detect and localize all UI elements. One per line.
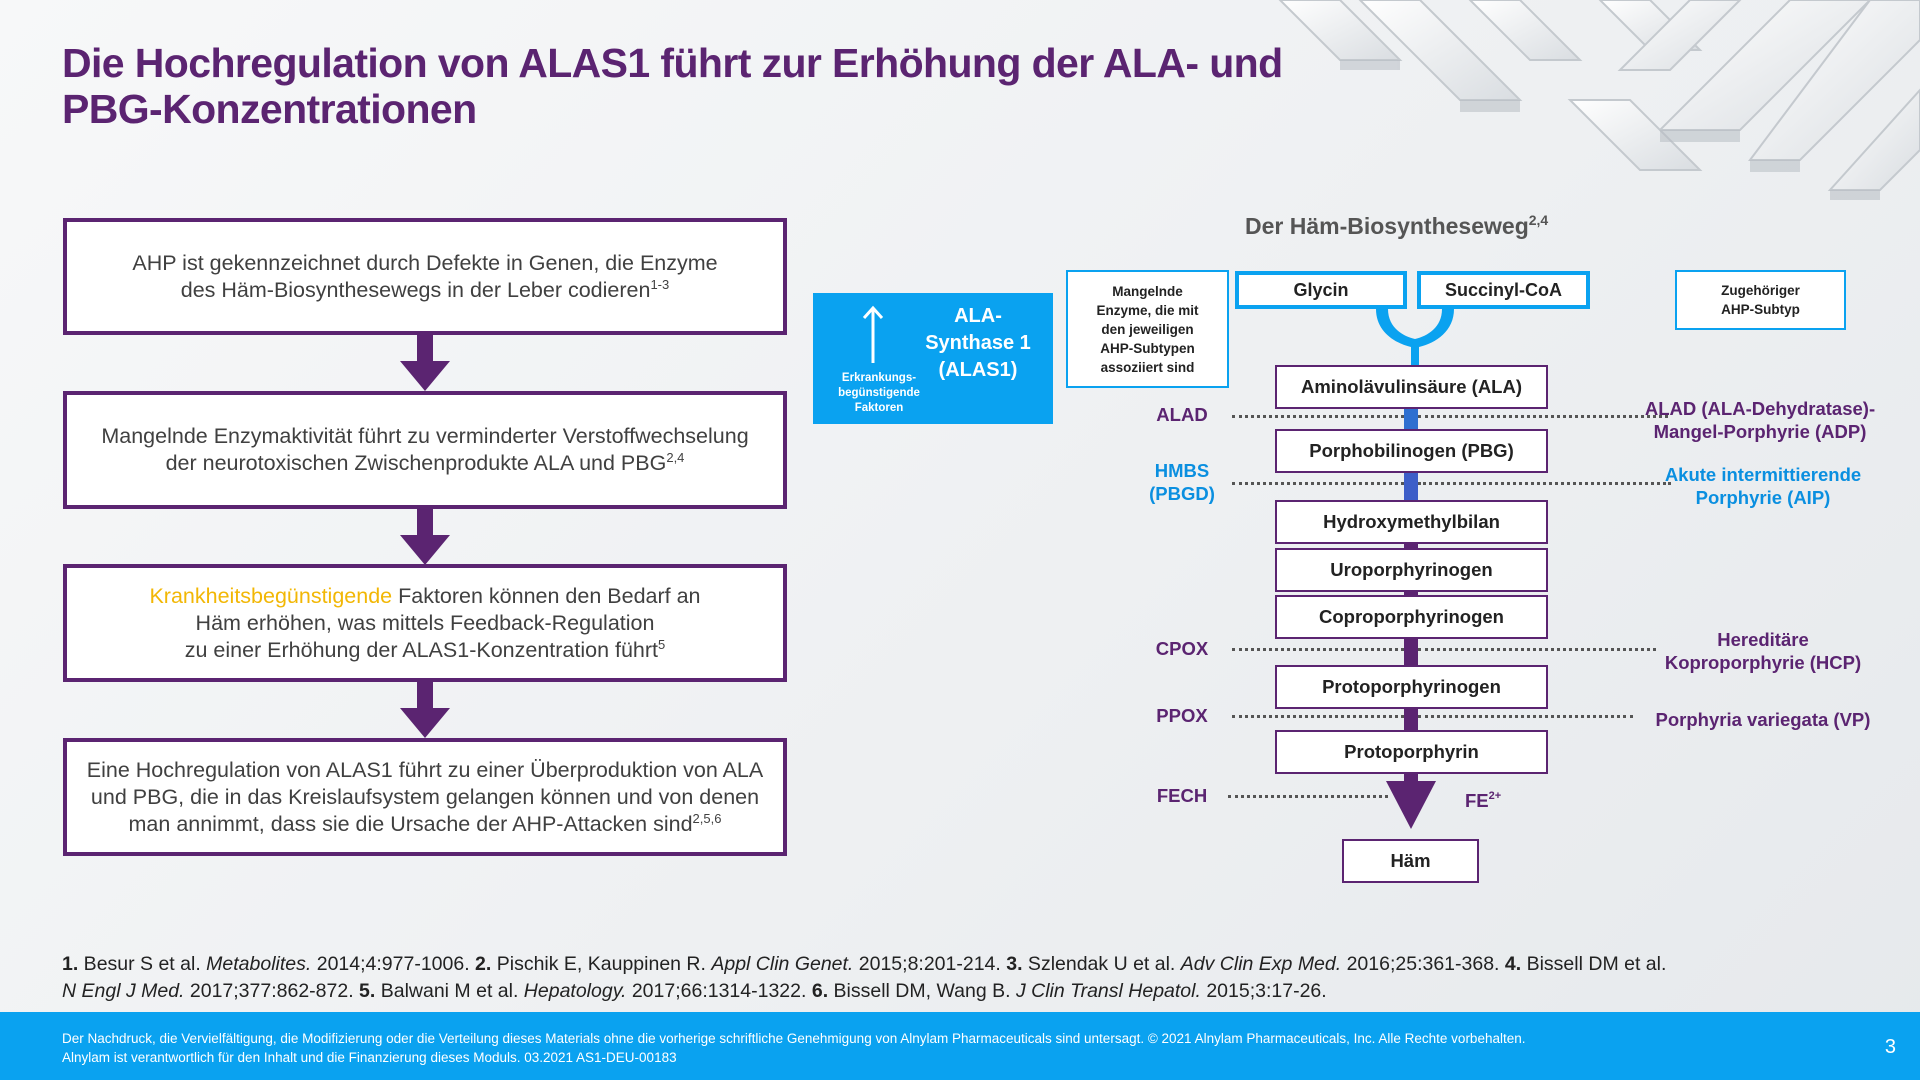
flow-1-line-2: des Häm-Biosynthesewegs in der Leber cod… (180, 276, 670, 302)
pathway-line (1404, 639, 1418, 665)
flow-2-line-1: Mangelnde Enzymaktivität führt zu vermin… (101, 424, 749, 448)
connector-dots (1228, 795, 1388, 798)
connector-dots (1232, 482, 1404, 485)
references: 1. Besur S et al. Metabolites. 2014;4:97… (62, 951, 1862, 1005)
subtype-adp: ALAD (ALA-Dehydratase)-Mangel-Porphyrie … (1644, 398, 1876, 442)
footer-legal-line-2: Alnylam ist verantwortlich für den Inhal… (62, 1050, 677, 1065)
product-uroporphyrinogen: Uroporphyrinogen (1275, 548, 1548, 592)
enzyme-ppox: PPOX (1156, 705, 1208, 726)
pathway-line (1404, 544, 1418, 551)
pathway-line (1404, 773, 1418, 783)
flow-box-2: Mangelnde Enzymaktivität führt zu vermin… (63, 391, 787, 509)
flow-3-highlight: Krankheitsbegünstigende (149, 583, 393, 608)
pathway-line (1404, 471, 1418, 501)
connector-dots (1418, 648, 1656, 651)
footer-legal-line-1: Der Nachdruck, die Vervielfältigung, die… (62, 1031, 1526, 1046)
alas1-label: ALA- Synthase 1 (ALAS1) (925, 305, 1031, 381)
flow-arrow-down-icon (400, 507, 450, 565)
connector-dots (1418, 482, 1671, 485)
arrow-up-icon (862, 305, 884, 363)
enzyme-fech: FECH (1156, 785, 1208, 806)
pathway-arrow-down-icon (1386, 781, 1436, 829)
footer-bar: Der Nachdruck, die Vervielfältigung, die… (0, 1012, 1920, 1080)
pathway-title: Der Häm-Biosyntheseweg2,4 (1245, 212, 1549, 239)
flow-4-line-1: Eine Hochregulation von ALAS1 führt zu e… (86, 757, 764, 782)
pathway-line (1404, 708, 1418, 731)
connector-dots (1232, 415, 1404, 418)
merge-connector (1376, 309, 1454, 367)
iron-sup: 2+ (1488, 790, 1502, 802)
flow-3-line-2: Häm erhöhen, was mittels Feedback-Regula… (195, 610, 655, 635)
product-coproporphyrinogen: Coproporphyrinogen (1275, 595, 1548, 639)
flow-2-sup: 2,4 (666, 450, 685, 465)
flow-arrow-down-icon (400, 680, 450, 738)
source-glycin: Glycin (1235, 271, 1407, 309)
enzyme-column-header: Mangelnde Enzyme, die mit den jeweiligen… (1066, 270, 1229, 388)
references-line-1: 1. Besur S et al. Metabolites. 2014;4:97… (62, 953, 1667, 975)
product-protoporphyrinogen: Protoporphyrinogen (1275, 665, 1548, 709)
flow-1-sup: 1-3 (650, 276, 670, 292)
connector-dots (1418, 715, 1633, 718)
product-haem: Häm (1342, 839, 1479, 883)
title-line-2: PBG-Konzentrationen (62, 86, 477, 132)
enzyme-hmbs: HMBS(PBGD) (1149, 460, 1215, 504)
connector-dots (1418, 415, 1668, 418)
references-line-2: N Engl J Med. 2017;377:862-872. 5. Balwa… (62, 980, 1327, 1002)
product-pbg: Porphobilinogen (PBG) (1275, 429, 1548, 473)
connector-dots (1232, 715, 1404, 718)
flow-3-sup: 5 (658, 636, 666, 652)
alas1-factors-label: Erkrankungs- begünstigende Faktoren (838, 372, 920, 414)
maze-graphic (1278, 0, 1920, 200)
pathway-title-sup: 2,4 (1528, 212, 1549, 228)
flow-box-3: Krankheitsbegünstigende Faktoren können … (63, 564, 787, 682)
enzyme-cpox: CPOX (1155, 638, 1209, 659)
flow-box-4: Eine Hochregulation von ALAS1 führt zu e… (63, 738, 787, 856)
flow-arrow-down-icon (400, 333, 450, 391)
flow-4-line-3: man annimmt, dass sie die Ursache der AH… (128, 810, 722, 836)
source-succinyl-coa: Succinyl-CoA (1417, 271, 1590, 309)
title-line-1: Die Hochregulation von ALAS1 führt zur E… (62, 40, 1283, 86)
product-hydroxymethylbilan: Hydroxymethylbilan (1275, 500, 1548, 544)
subtype-column-header: Zugehöriger AHP-Subtyp (1675, 270, 1846, 330)
iron-label: FE2+ (1465, 790, 1502, 811)
flow-box-1: AHP ist gekennzeichnet durch Defekte in … (63, 218, 787, 335)
flow-3-line-1: Krankheitsbegünstigende Faktoren können … (149, 583, 701, 608)
subtype-vp: Porphyria variegata (VP) (1655, 709, 1871, 730)
page-number: 3 (1884, 1036, 1896, 1058)
product-protoporphyrin: Protoporphyrin (1275, 730, 1548, 774)
flow-1-line-1: AHP ist gekennzeichnet durch Defekte in … (132, 250, 718, 275)
flow-3-line-3: zu einer Erhöhung der ALAS1-Konzentratio… (184, 636, 666, 662)
flow-2-line-2: der neurotoxischen Zwischenprodukte ALA … (165, 450, 685, 475)
flow-4-line-2: und PBG, die in das Kreislaufsystem gela… (90, 784, 760, 809)
connector-dots (1232, 648, 1404, 651)
enzyme-alad: ALAD (1156, 404, 1208, 425)
pathway-line (1404, 407, 1418, 431)
product-ala: Aminolävulinsäure (ALA) (1275, 365, 1548, 409)
alas1-box: ALA- Synthase 1 (ALAS1) Erkrankungs- beg… (813, 293, 1053, 424)
footer-legal: Der Nachdruck, die Vervielfältigung, die… (62, 1029, 1525, 1067)
page-title: Die Hochregulation von ALAS1 führt zur E… (62, 40, 1362, 132)
flow-4-sup: 2,5,6 (692, 810, 722, 826)
